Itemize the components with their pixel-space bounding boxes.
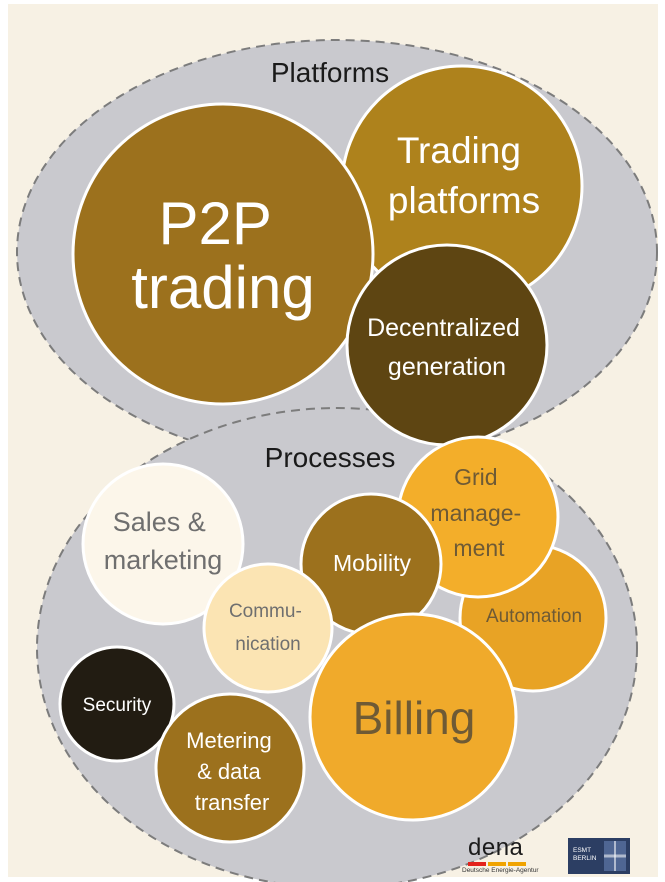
dena-logo: dena Deutsche Energie-Agentur <box>462 836 552 876</box>
bubble-billing-line: Billing <box>353 692 476 744</box>
esmt-logo: ESMT BERLIN <box>568 838 630 874</box>
bubble-p2p-trading-label: P2P trading <box>131 190 314 321</box>
esmt-logo-line: BERLIN <box>573 855 597 862</box>
bubble-sales-marketing: Sales & marketing <box>81 462 245 626</box>
bubble-metering-data-transfer-circle <box>154 692 306 844</box>
bubble-metering-data-transfer-label: Metering & data transfer <box>186 728 278 815</box>
bubble-security-line: Security <box>83 695 152 716</box>
bubble-communication-circle <box>202 562 334 694</box>
bubble-automation-label: Automation <box>486 606 582 627</box>
bubble-metering-data-transfer-line: & data <box>197 759 261 784</box>
bubble-grid-management-label: Grid manage- ment <box>430 464 527 561</box>
bubble-mobility-line: Mobility <box>333 550 411 576</box>
bubble-mobility: Mobility <box>299 492 443 636</box>
bubble-sales-marketing-line: marketing <box>104 545 223 575</box>
processes-label: Processes <box>265 442 396 473</box>
bubble-metering-data-transfer-line: transfer <box>195 790 270 815</box>
bubble-grid-management-line: Grid <box>454 464 497 490</box>
bubble-automation-line: Automation <box>486 606 582 627</box>
bubble-trading-platforms-line: Trading <box>397 130 521 171</box>
esmt-logo-mark <box>604 841 626 871</box>
bubble-decentralized-generation-label: Decentralized generation <box>367 314 527 381</box>
esmt-logo-line: ESMT <box>573 847 592 854</box>
bubble-p2p-trading: P2P trading <box>71 102 375 406</box>
bubble-decentralized-generation-line: Decentralized <box>367 314 520 342</box>
bubble-metering-data-transfer: Metering & data transfer <box>154 692 306 844</box>
platforms-label: Platforms <box>271 57 389 88</box>
dena-logo-bar-red <box>468 862 486 866</box>
bubble-communication-line: nication <box>235 634 301 655</box>
dena-logo-word: dena <box>468 834 524 861</box>
bubble-trading-platforms-label: Trading platforms <box>388 130 540 221</box>
bubble-p2p-trading-line: P2P <box>159 190 271 257</box>
esmt-logo-text: ESMT BERLIN <box>573 847 596 863</box>
bubble-p2p-trading-circle <box>71 102 375 406</box>
bubble-security-circle <box>58 645 176 763</box>
dena-logo-bar-orange <box>488 862 506 866</box>
bubble-sales-marketing-line: Sales & <box>113 507 206 537</box>
bubble-grid-management-line: manage- <box>430 500 521 526</box>
bubble-billing: Billing <box>308 612 518 822</box>
bubble-sales-marketing-label: Sales & marketing <box>104 507 223 575</box>
bubble-security-label: Security <box>83 695 152 716</box>
bubble-trading-platforms-line: platforms <box>388 180 540 221</box>
bubble-decentralized-generation-circle <box>345 243 549 447</box>
bubble-communication: Commu- nication <box>202 562 334 694</box>
bubble-communication-line: Commu- <box>229 601 302 622</box>
bubble-mobility-label: Mobility <box>333 550 411 576</box>
dena-logo-bar-yellow <box>508 862 526 866</box>
bubble-billing-circle <box>308 612 518 822</box>
bubble-security: Security <box>58 645 176 763</box>
bubble-grid-management-line: ment <box>453 535 505 561</box>
bubble-communication-label: Commu- nication <box>229 601 307 655</box>
bubble-sales-marketing-circle <box>81 462 245 626</box>
bubble-p2p-trading-line: trading <box>131 254 314 321</box>
bubble-billing-label: Billing <box>353 692 476 744</box>
bubble-decentralized-generation: Decentralized generation <box>345 243 549 447</box>
bubble-metering-data-transfer-line: Metering <box>186 728 272 753</box>
dena-logo-subtitle: Deutsche Energie-Agentur <box>462 867 539 874</box>
bubble-decentralized-generation-line: generation <box>388 353 506 381</box>
